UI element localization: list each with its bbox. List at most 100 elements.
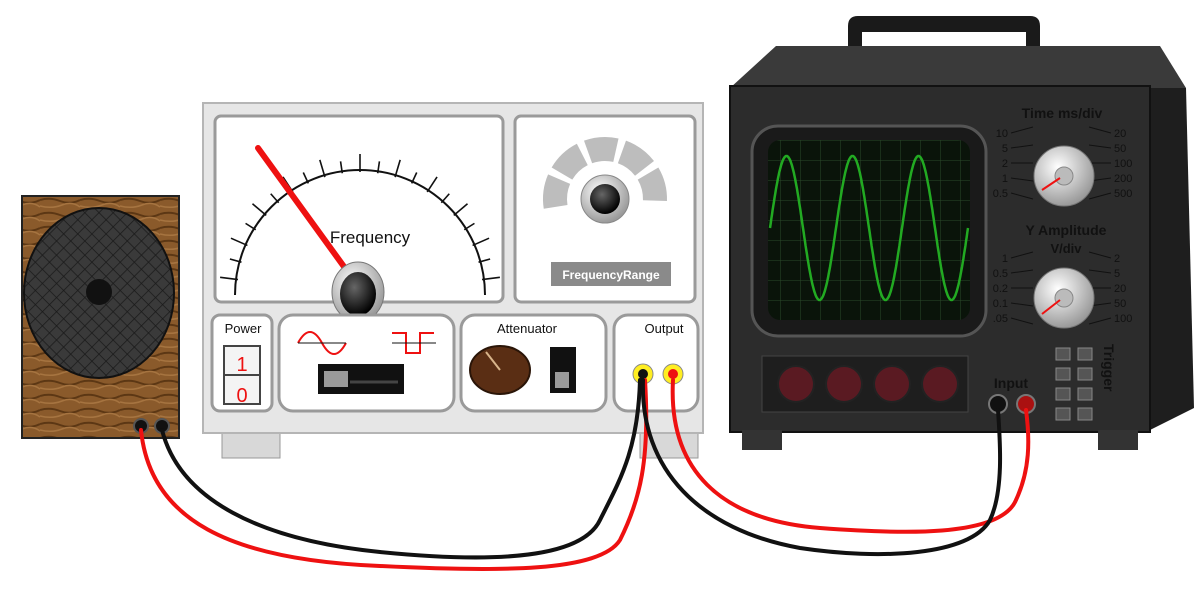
trigger-button[interactable] — [1055, 387, 1071, 401]
scale-value: 20 — [1114, 283, 1126, 295]
wires — [139, 378, 1031, 572]
attenuator-switch-handle — [555, 372, 569, 388]
scale-value: 100 — [1114, 313, 1132, 325]
trigger-button[interactable] — [1077, 367, 1093, 381]
scale-value: 10 — [996, 128, 1008, 140]
scale-value: 5 — [1002, 143, 1008, 155]
scale-tick — [1088, 269, 1112, 274]
trigger-label: Trigger — [1101, 344, 1117, 392]
control-knob-1[interactable] — [777, 365, 815, 403]
wire-red-speaker[interactable] — [139, 378, 649, 572]
scale-value: 500 — [1114, 188, 1132, 200]
meter-label: Frequency — [330, 228, 411, 247]
wire-black-speaker[interactable] — [160, 378, 642, 560]
scale-value: 200 — [1114, 173, 1132, 185]
amplitude-dial-pointer — [1041, 299, 1061, 315]
amplitude-unit: V/div — [1050, 241, 1082, 256]
trigger-button[interactable] — [1077, 407, 1093, 421]
scale-tick — [1088, 144, 1112, 149]
range-segment[interactable] — [543, 174, 571, 209]
signal-generator: Frequency FrequencyRange Power 1 0 Atten… — [202, 102, 704, 459]
input-label: Input — [994, 375, 1029, 391]
time-scale-right: 20 50 100 200 500 — [1088, 126, 1132, 200]
frequency-range-label: FrequencyRange — [562, 268, 660, 282]
speaker-cone-center — [86, 279, 112, 305]
scale-value: 100 — [1114, 158, 1132, 170]
attenuator-label: Attenuator — [497, 321, 558, 336]
scale-tick — [1088, 126, 1112, 134]
control-knob-3[interactable] — [873, 365, 911, 403]
meter-tick — [220, 276, 239, 281]
time-dial-pointer — [1041, 177, 1061, 191]
scale-tick — [1010, 317, 1034, 325]
range-segment[interactable] — [637, 167, 667, 201]
amplitude-label: Y Amplitude — [1026, 222, 1107, 238]
trigger-button[interactable] — [1077, 347, 1093, 361]
control-knob-4[interactable] — [921, 365, 959, 403]
generator-foot-left — [221, 431, 281, 459]
wire-red-scope[interactable] — [670, 378, 1031, 534]
scale-tick — [1010, 251, 1034, 259]
scale-tick — [1088, 192, 1112, 200]
meter-tick — [339, 161, 344, 174]
range-segment[interactable] — [583, 136, 619, 164]
control-knob-2[interactable] — [825, 365, 863, 403]
scope-foot-left — [742, 430, 782, 450]
trigger-button[interactable] — [1055, 347, 1071, 361]
meter-tick — [270, 193, 280, 204]
frequency-range-knob-cap — [590, 184, 620, 214]
meter-tick — [481, 276, 500, 281]
meter-tick — [376, 161, 381, 174]
output-label: Output — [644, 321, 683, 336]
oscilloscope-handle[interactable] — [848, 16, 1040, 60]
scale-value: 50 — [1114, 298, 1126, 310]
scope-foot-right — [1098, 430, 1138, 450]
trigger-buttons — [1055, 347, 1093, 421]
scale-value: 50 — [1114, 143, 1126, 155]
range-segment[interactable] — [617, 140, 654, 176]
meter-tick — [478, 258, 491, 263]
meter-tick — [394, 159, 401, 178]
frequency-range-label-box — [551, 262, 671, 286]
meter-tick — [319, 159, 326, 178]
meter-tick — [426, 176, 438, 193]
scale-tick — [1010, 192, 1034, 200]
scale-tick — [1010, 269, 1034, 274]
trigger-button[interactable] — [1055, 407, 1071, 421]
wire-black-scope[interactable] — [640, 378, 1003, 557]
power-on-symbol: 1 — [236, 354, 247, 376]
meter-tick — [245, 222, 257, 231]
scale-tick — [1010, 144, 1034, 149]
frequency-needle — [255, 145, 361, 289]
oscilloscope-side — [1150, 88, 1194, 430]
meter-tick — [302, 172, 310, 184]
square-wave-icon — [392, 332, 434, 354]
power-label: Power — [225, 321, 263, 336]
meter-tick — [229, 258, 242, 263]
scope-trace — [768, 154, 970, 302]
scale-tick — [1088, 251, 1112, 259]
waveform-panel — [277, 313, 456, 413]
scale-value: 1 — [1002, 253, 1008, 265]
scale-value: 2 — [1114, 253, 1120, 265]
scale-value: 20 — [1114, 128, 1126, 140]
waveform-slider-handle[interactable] — [324, 371, 348, 387]
time-scale-label: Time ms/div — [1022, 105, 1103, 121]
amplitude-scale-right: 2 5 20 50 100 — [1088, 251, 1132, 325]
trigger-button[interactable] — [1055, 367, 1071, 381]
trigger-button[interactable] — [1077, 387, 1093, 401]
scale-value: 2 — [1002, 158, 1008, 170]
meter-tick — [410, 172, 418, 184]
scale-tick — [1010, 177, 1034, 182]
speaker — [21, 195, 180, 439]
oscilloscope-top — [730, 46, 1186, 88]
range-segment[interactable] — [551, 143, 588, 180]
meter-tick — [453, 203, 469, 217]
scale-value: 5 — [1114, 268, 1120, 280]
meter-tick — [230, 237, 248, 247]
meter-tick — [472, 237, 490, 247]
amplitude-scale-left: 10.50.20.1.05 — [993, 251, 1034, 325]
frequency-knob-cap — [340, 272, 376, 316]
